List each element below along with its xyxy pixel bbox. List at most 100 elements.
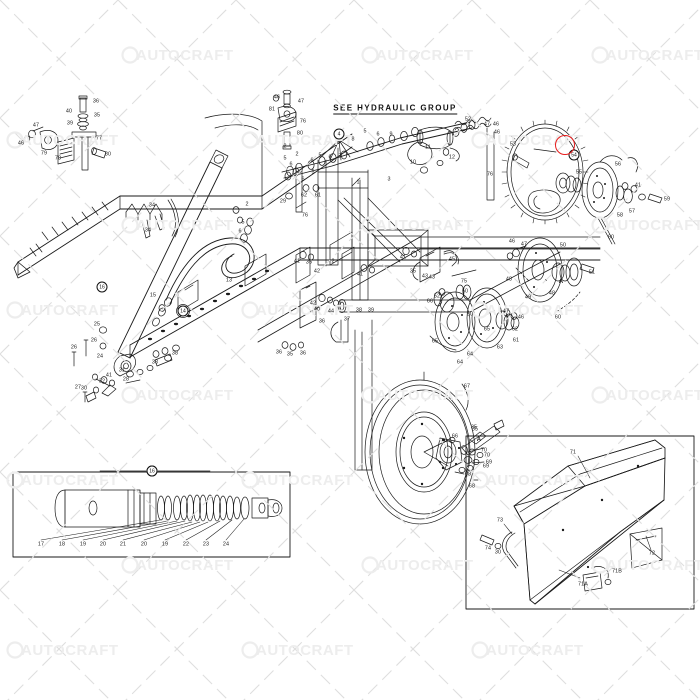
part-number-label: 57 [628,208,636,215]
part-number-label: 5 [283,155,287,162]
part-number-label: 39 [66,120,74,127]
highlighted-part-circle[interactable] [555,135,575,155]
inset-part-number-label: 21 [119,541,127,548]
part-number-label: 41 [399,254,407,261]
part-number-label: 35 [409,268,417,275]
part-number-label: 73 [496,517,504,524]
part-number-label: 46 [517,314,525,321]
part-number-label: 5 [318,152,322,159]
part-number-label: 29 [279,198,287,205]
part-number-label: 26 [90,337,98,344]
section-letter-marker: A [558,279,564,285]
part-number-label: 43 [428,274,436,281]
part-number-label: 15 [149,292,157,299]
part-number-label: 34 [148,202,156,209]
part-number-label: 62 [300,192,308,199]
part-number-label: 39 [367,307,375,314]
part-number-label: 48 [505,276,513,283]
inset-part-number-label: 22 [182,541,190,548]
part-number-label: 67 [463,383,471,390]
part-number-label: 30 [80,385,88,392]
part-number-label: 2 [283,143,287,150]
part-number-label: 10 [409,159,417,166]
part-number-label: 8 [351,136,355,143]
inset-part-number-label: 20 [99,541,107,548]
part-number-label: 41 [634,182,642,189]
section-letter-marker: A [476,437,482,443]
part-number-label: 6 [238,228,242,235]
part-number-label: 66 [451,433,459,440]
circled-callout-label: 14 [177,305,189,317]
part-number-label: 63 [496,344,504,351]
part-number-label: 35 [93,112,101,119]
part-number-label: 50 [461,288,469,295]
part-number-label: 24 [96,353,104,360]
part-number-label: 77 [95,135,103,142]
part-number-label: 66 [426,298,434,305]
part-number-label: 2 [295,151,299,158]
part-number-label: 61 [512,337,520,344]
part-number-label: 46 [492,121,500,128]
part-number-label: 5 [363,128,367,135]
part-number-label: 32 [98,378,106,385]
inset-part-number-label: 19 [161,541,169,548]
part-number-label: 76 [301,212,309,219]
part-number-label: 47 [502,308,510,315]
inset-circled-callout-16: 16 [146,465,158,477]
part-number-label: 56 [614,161,622,168]
part-number-label: 81 [268,106,276,113]
part-number-label: 69 [482,463,490,470]
part-number-label: 40 [65,108,73,115]
part-number-label: 48 [548,290,556,297]
part-number-label: 6 [289,161,293,168]
part-number-label: 45 [448,256,456,263]
part-number-label: 70 [483,452,491,459]
part-number-label: 49 [524,294,532,301]
part-number-label: 53 [509,141,517,148]
part-number-label: 78 [54,155,62,162]
part-number-label: 76 [299,118,307,125]
part-number-label: 2 [331,258,335,265]
part-number-label: 6 [301,176,305,183]
part-number-label: 65 [431,338,439,345]
part-number-label: 60 [607,234,615,241]
part-number-label: 55 [575,169,583,176]
part-number-label: 3 [387,176,391,183]
part-number-label: 68 [468,483,476,490]
part-number-label: 71A [578,581,588,588]
part-number-label: 75 [460,278,468,285]
part-number-label: 80 [104,151,112,158]
part-number-label: 36 [318,318,326,325]
part-number-label: 7 [338,153,342,160]
part-number-label: 28 [122,376,130,383]
part-number-label: 36 [275,349,283,356]
part-number-label: 59 [663,196,671,203]
part-number-label: 6 [376,131,380,138]
part-number-label: 52 [433,293,441,300]
part-number-label: 41 [293,258,301,265]
inset-part-number-label: 23 [202,541,210,548]
inset-part-number-label: 24 [222,541,230,548]
part-number-label: 50 [466,311,474,318]
part-number-label: 76 [486,171,494,178]
part-number-label: 5 [311,169,315,176]
part-number-label: 36 [92,98,100,105]
inset-part-number-label: 18 [58,541,66,548]
part-number-label: 58 [616,212,624,219]
part-number-label: 40 [313,306,321,313]
part-number-label: 25 [93,321,101,328]
part-number-label: 2 [245,201,249,208]
part-number-label: 47 [483,121,491,128]
part-number-label: 9 [389,131,393,138]
part-number-label: 60 [554,314,562,321]
part-number-label: 79 [40,150,48,157]
part-number-label: 46 [493,129,501,136]
part-number-label: 71B [612,568,622,575]
part-number-label: 61 [314,192,322,199]
part-number-label: 68 [464,471,472,478]
part-number-label: 38 [355,307,363,314]
part-number-label: 42 [313,268,321,275]
part-number-label: 41 [356,271,364,278]
part-number-label: 43 [421,273,429,280]
part-number-label: 6 [328,154,332,161]
